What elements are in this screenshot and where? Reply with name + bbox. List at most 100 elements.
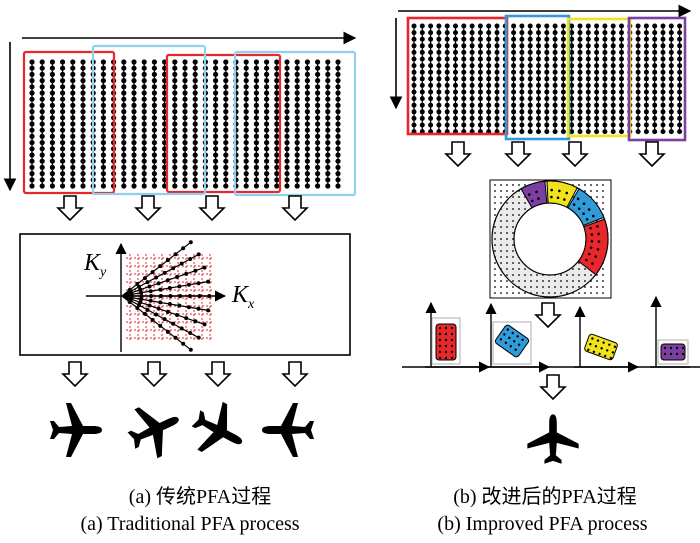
grid-dot bbox=[602, 208, 604, 210]
echo-a-sample bbox=[223, 96, 229, 102]
echo-b-sample bbox=[652, 122, 658, 128]
echo-a-sample bbox=[192, 59, 198, 65]
echo-b-sample bbox=[585, 49, 591, 55]
airplane-icon bbox=[50, 403, 102, 457]
polar-sample bbox=[165, 258, 170, 263]
echo-b-sample bbox=[560, 56, 566, 62]
output-pointers-a bbox=[62, 361, 308, 387]
echo-b-sample bbox=[619, 30, 624, 36]
echo-b-sample bbox=[594, 49, 600, 55]
echo-b-sample bbox=[660, 69, 666, 75]
echo-a-sample bbox=[223, 121, 229, 127]
grid-dot bbox=[500, 280, 502, 282]
echo-a-sample bbox=[223, 183, 229, 189]
echo-a-sample bbox=[70, 84, 76, 90]
echo-b-sample bbox=[619, 96, 624, 102]
echo-a-sample bbox=[335, 78, 341, 84]
echo-a-sample bbox=[100, 158, 106, 164]
echo-a-sample bbox=[172, 133, 178, 139]
echo-b-sample bbox=[552, 129, 558, 135]
grid-dot bbox=[602, 196, 604, 198]
echo-a-sample bbox=[294, 71, 300, 77]
echo-a-sample bbox=[131, 158, 137, 164]
patch-sample bbox=[504, 341, 508, 345]
grid-dot bbox=[584, 184, 586, 186]
echo-b-sample bbox=[652, 56, 658, 62]
echo-b-sample bbox=[453, 122, 458, 128]
echo-a-sample bbox=[29, 127, 35, 133]
echo-b-sample bbox=[677, 23, 683, 29]
echo-a-sample bbox=[172, 158, 178, 164]
sector-sample bbox=[591, 214, 595, 218]
echo-b-sample bbox=[585, 76, 591, 82]
patch-sample bbox=[438, 350, 442, 354]
echo-a-sample bbox=[60, 171, 66, 177]
patch-sample bbox=[508, 336, 511, 340]
echo-a-sample bbox=[315, 109, 321, 115]
echo-a-sample bbox=[304, 65, 310, 71]
echo-b-sample bbox=[619, 109, 624, 115]
echo-a-sample bbox=[294, 109, 300, 115]
echo-b-sample bbox=[544, 43, 550, 49]
echo-a-sample bbox=[335, 84, 341, 90]
echo-b-sample bbox=[444, 89, 450, 95]
echo-b-sample bbox=[428, 49, 434, 55]
echo-b-sample bbox=[453, 30, 458, 36]
echo-a-sample bbox=[274, 164, 280, 170]
echo-b-sample bbox=[577, 129, 583, 135]
grid-dot bbox=[506, 214, 508, 216]
echo-a-sample bbox=[284, 171, 290, 177]
echo-b-sample bbox=[677, 49, 683, 55]
echo-b-sample bbox=[461, 115, 467, 121]
echo-a-sample bbox=[315, 115, 321, 121]
polar-sample bbox=[181, 246, 186, 251]
echo-a-sample bbox=[182, 90, 188, 96]
echo-b-sample bbox=[477, 36, 483, 42]
echo-b-sample bbox=[585, 129, 591, 135]
echo-b-sample bbox=[461, 109, 467, 115]
echo-a-sample bbox=[151, 146, 157, 152]
echo-a-sample bbox=[192, 152, 198, 158]
echo-a-sample bbox=[294, 90, 300, 96]
grid-dot bbox=[500, 226, 502, 228]
echo-b-sample bbox=[552, 56, 558, 62]
echo-b-sample bbox=[428, 56, 434, 62]
echo-a-sample bbox=[284, 71, 290, 77]
grid-dot bbox=[602, 268, 604, 270]
grid-dot bbox=[524, 280, 526, 282]
echo-a-sample bbox=[192, 164, 198, 170]
echo-b-sample bbox=[552, 49, 558, 55]
echo-a-sample bbox=[80, 78, 86, 84]
echo-b-sample bbox=[569, 56, 575, 62]
grid-dot bbox=[494, 226, 496, 228]
patch-sample bbox=[592, 350, 596, 354]
echo-a-sample bbox=[335, 152, 341, 158]
patch-sample bbox=[596, 339, 600, 342]
grid-dot bbox=[512, 184, 514, 186]
echo-b-sample bbox=[594, 82, 600, 88]
echo-a-sample bbox=[151, 84, 157, 90]
echo-b-sample bbox=[419, 96, 425, 102]
echo-b-sample bbox=[527, 96, 533, 102]
patch-sample bbox=[521, 338, 524, 342]
echo-b-sample bbox=[552, 82, 558, 88]
echo-a-sample bbox=[100, 90, 106, 96]
echo-b-sample bbox=[585, 30, 591, 36]
grid-dot bbox=[602, 202, 604, 204]
echo-b-sample bbox=[660, 115, 666, 121]
echo-b-sample bbox=[602, 102, 608, 108]
echo-a-sample bbox=[60, 65, 66, 71]
echo-b-sample bbox=[494, 56, 500, 62]
grid-dot bbox=[566, 292, 568, 294]
sector-sample bbox=[589, 226, 592, 230]
echo-a-sample bbox=[223, 164, 229, 170]
echo-b-sample bbox=[643, 56, 649, 62]
grid-dot bbox=[506, 286, 508, 288]
sector-sample bbox=[594, 255, 598, 258]
echo-a-sample bbox=[325, 152, 331, 158]
echo-a-sample bbox=[182, 133, 188, 139]
patch-sample bbox=[611, 351, 615, 354]
echo-a-sample bbox=[274, 78, 280, 84]
echo-b-sample bbox=[544, 69, 550, 75]
echo-a-sample bbox=[172, 177, 178, 183]
